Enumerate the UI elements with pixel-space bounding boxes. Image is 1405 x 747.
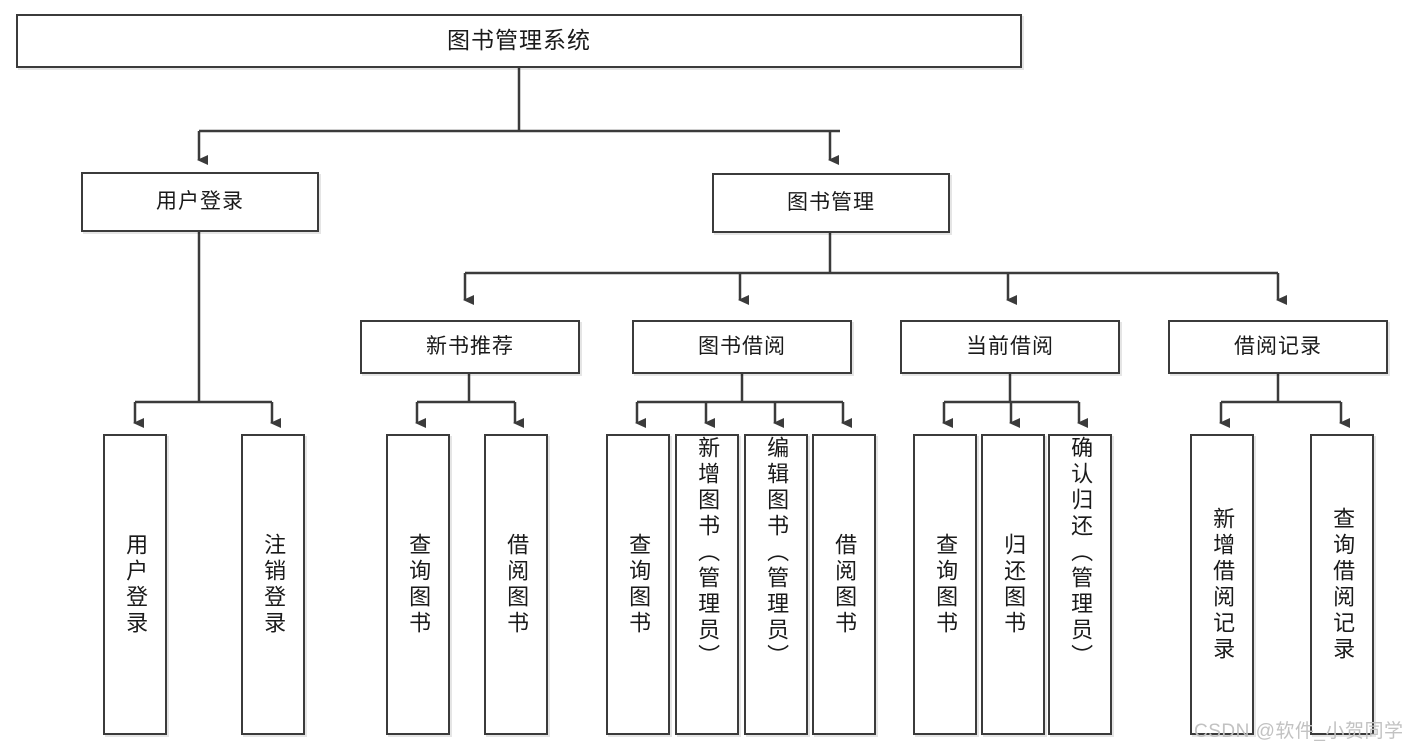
node-user-login[interactable]: 用户登录 bbox=[81, 172, 319, 232]
node-label: 用户登录 bbox=[123, 532, 149, 637]
node-label: 归还图书 bbox=[1001, 532, 1027, 637]
node-root[interactable]: 图书管理系统 bbox=[16, 14, 1022, 68]
node-label: 查询图书 bbox=[933, 532, 959, 637]
node-label: 借阅图书 bbox=[832, 532, 858, 637]
node-label: 新书推荐 bbox=[426, 335, 514, 359]
node-borrow-record[interactable]: 借阅记录 bbox=[1168, 320, 1388, 374]
node-label: 图书借阅 bbox=[698, 335, 786, 359]
leaf-query-borrow-record[interactable]: 查询借阅记录 bbox=[1310, 434, 1374, 735]
node-label: 注销登录 bbox=[261, 532, 287, 637]
leaf-borrow-book-recommend[interactable]: 借阅图书 bbox=[484, 434, 548, 735]
leaf-confirm-return-admin[interactable]: 确认归还（管理员） bbox=[1048, 434, 1112, 735]
leaf-user-login[interactable]: 用户登录 bbox=[103, 434, 167, 735]
node-label: 新增图书（管理员） bbox=[695, 436, 721, 670]
leaf-logout[interactable]: 注销登录 bbox=[241, 434, 305, 735]
node-new-book-recommend[interactable]: 新书推荐 bbox=[360, 320, 580, 374]
node-label: 确认归还（管理员） bbox=[1068, 436, 1094, 670]
node-label: 新增借阅记录 bbox=[1210, 506, 1236, 663]
node-label: 借阅图书 bbox=[504, 532, 530, 637]
leaf-query-book-recommend[interactable]: 查询图书 bbox=[386, 434, 450, 735]
node-label: 当前借阅 bbox=[966, 335, 1054, 359]
node-current-borrow[interactable]: 当前借阅 bbox=[900, 320, 1120, 374]
node-label: 图书管理 bbox=[787, 191, 875, 215]
leaf-edit-book-admin[interactable]: 编辑图书（管理员） bbox=[744, 434, 808, 735]
leaf-add-book-admin[interactable]: 新增图书（管理员） bbox=[675, 434, 739, 735]
leaf-add-borrow-record[interactable]: 新增借阅记录 bbox=[1190, 434, 1254, 735]
node-label: 查询借阅记录 bbox=[1330, 506, 1356, 663]
leaf-return-book[interactable]: 归还图书 bbox=[981, 434, 1045, 735]
leaf-borrow-book[interactable]: 借阅图书 bbox=[812, 434, 876, 735]
leaf-query-book-current[interactable]: 查询图书 bbox=[913, 434, 977, 735]
node-label: 编辑图书（管理员） bbox=[764, 436, 790, 670]
watermark-text: CSDN @软件_小贺同学 bbox=[1194, 721, 1404, 742]
node-book-management[interactable]: 图书管理 bbox=[712, 173, 950, 233]
node-book-borrow[interactable]: 图书借阅 bbox=[632, 320, 852, 374]
node-label: 查询图书 bbox=[626, 532, 652, 637]
node-label: 借阅记录 bbox=[1234, 335, 1322, 359]
node-label: 查询图书 bbox=[406, 532, 432, 637]
node-label: 用户登录 bbox=[156, 190, 244, 214]
node-label: 图书管理系统 bbox=[447, 27, 591, 54]
leaf-query-book-borrow[interactable]: 查询图书 bbox=[606, 434, 670, 735]
